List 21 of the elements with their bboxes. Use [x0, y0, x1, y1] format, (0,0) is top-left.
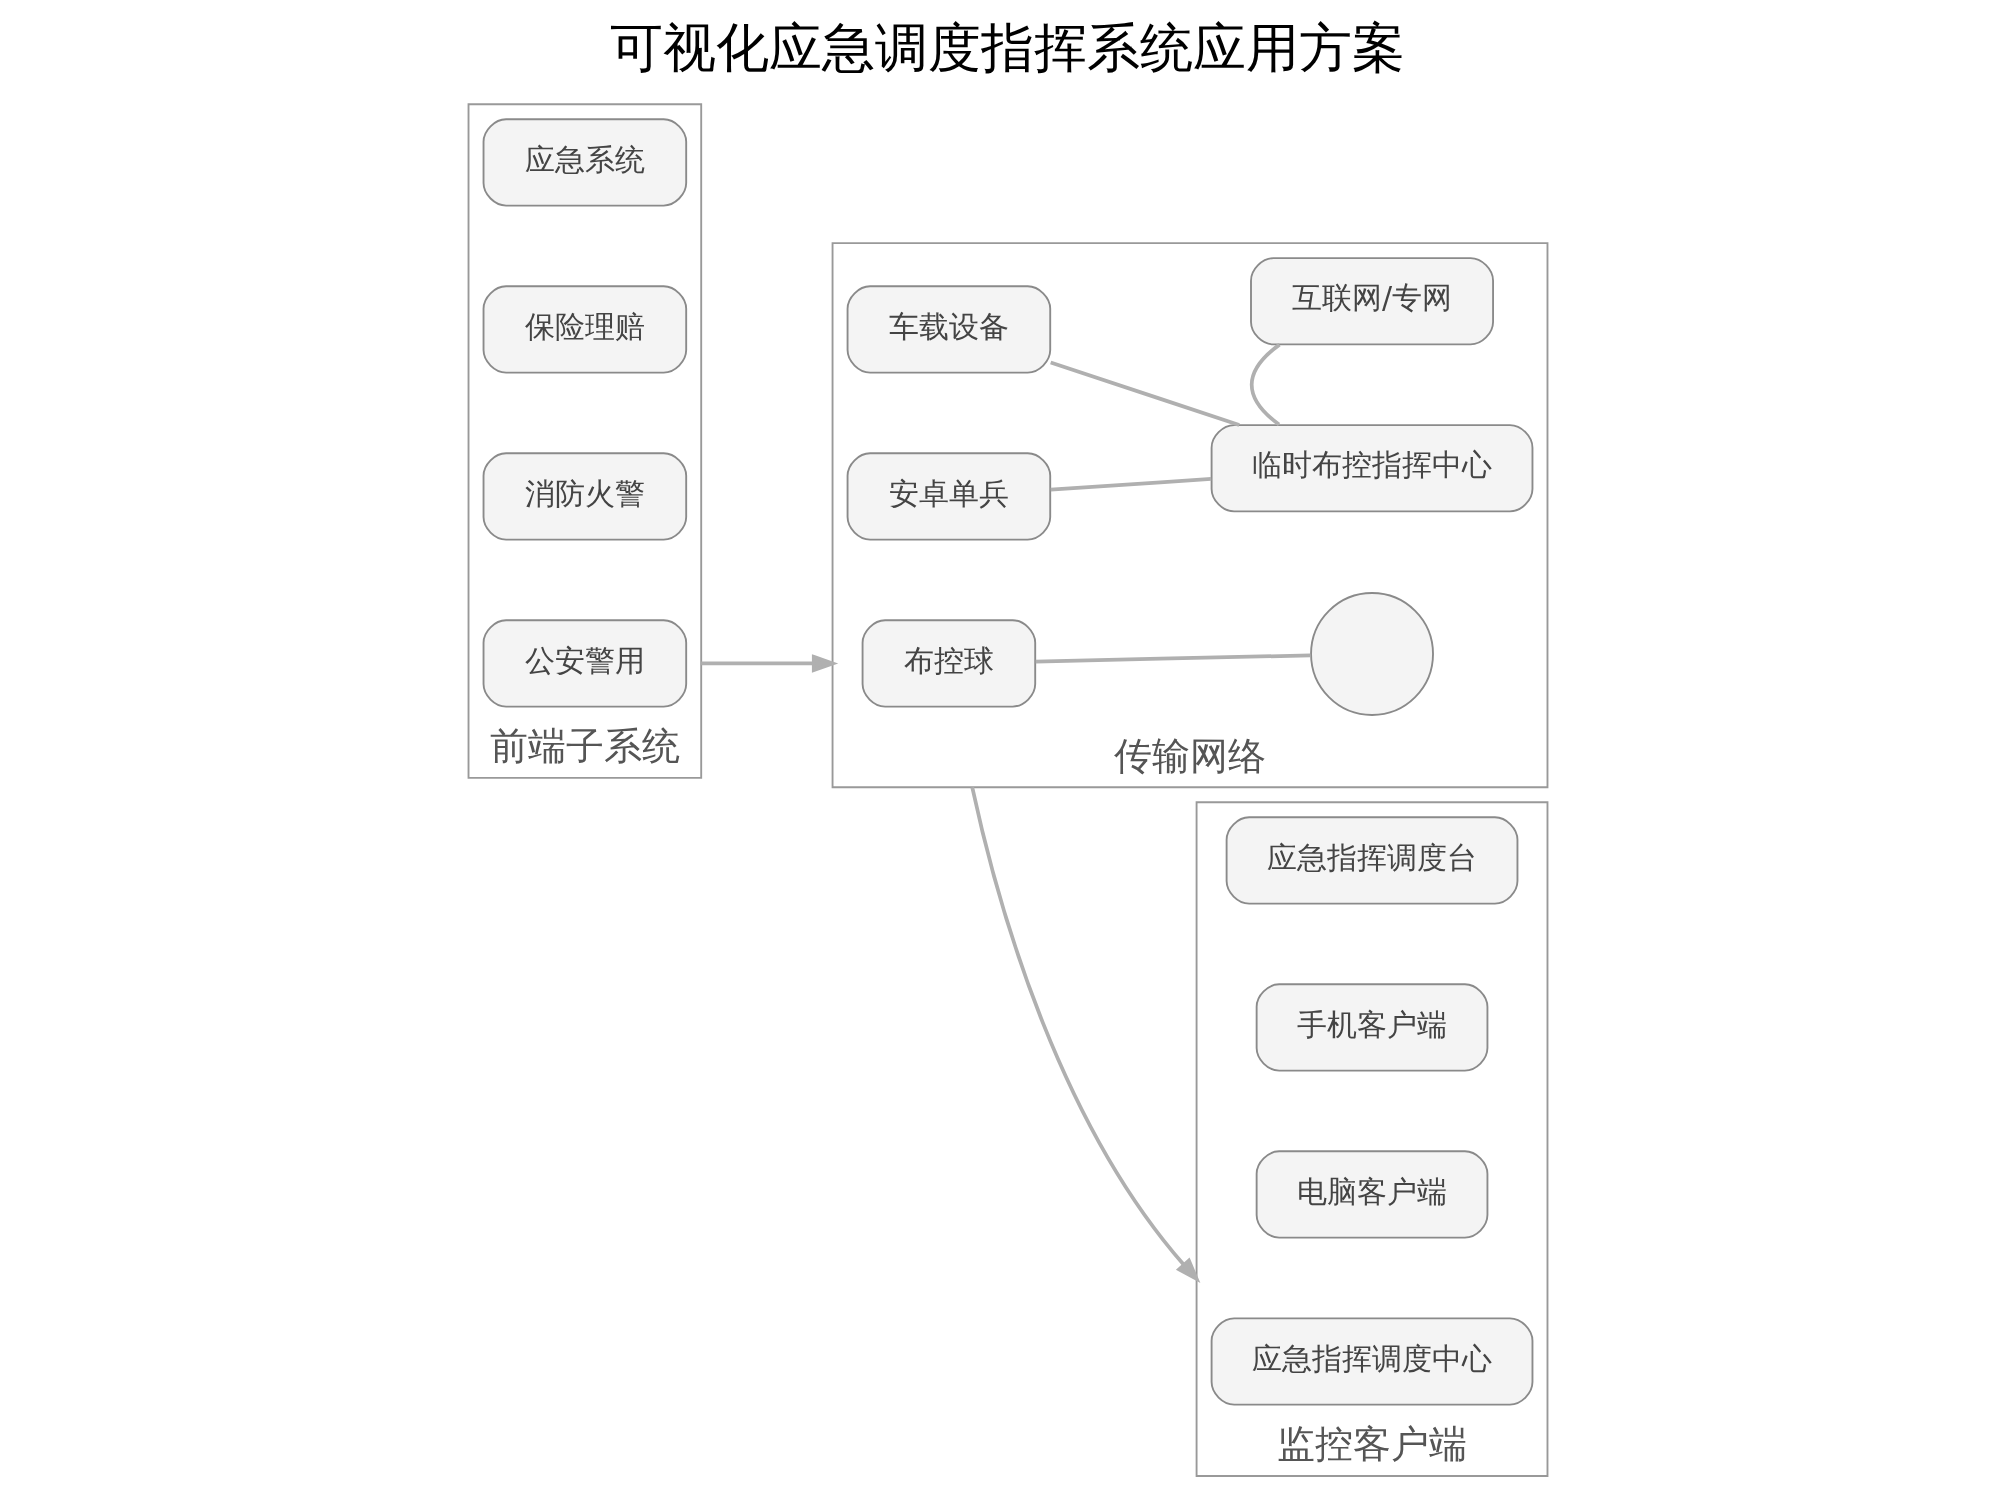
- diagram-title: 可视化应急调度指挥系统应用方案: [610, 16, 1405, 78]
- node-box: 互联网/专网: [1249, 257, 1494, 346]
- node-box: 保险理赔: [482, 285, 687, 374]
- node-box: 布控球: [861, 619, 1036, 708]
- node-box: 应急指挥调度中心: [1210, 1317, 1533, 1406]
- connector: [1035, 653, 1310, 664]
- node-box: 消防火警: [482, 452, 687, 541]
- connector: [1050, 477, 1211, 492]
- node-box: 手机客户端: [1255, 983, 1488, 1072]
- node-circle: [1309, 592, 1434, 716]
- node-box: 应急指挥调度台: [1225, 816, 1518, 905]
- connector: [1049, 360, 1240, 427]
- arrow: [700, 654, 838, 673]
- arrow: [969, 786, 1200, 1284]
- connector: [1249, 343, 1281, 427]
- node-box: 安卓单兵: [846, 452, 1051, 541]
- node-box: 公安警用: [482, 619, 687, 708]
- node-box: 应急系统: [482, 118, 687, 207]
- node-box: 临时布控指挥中心: [1210, 424, 1533, 513]
- node-box: 车载设备: [846, 285, 1051, 374]
- node-box: 电脑客户端: [1255, 1150, 1488, 1239]
